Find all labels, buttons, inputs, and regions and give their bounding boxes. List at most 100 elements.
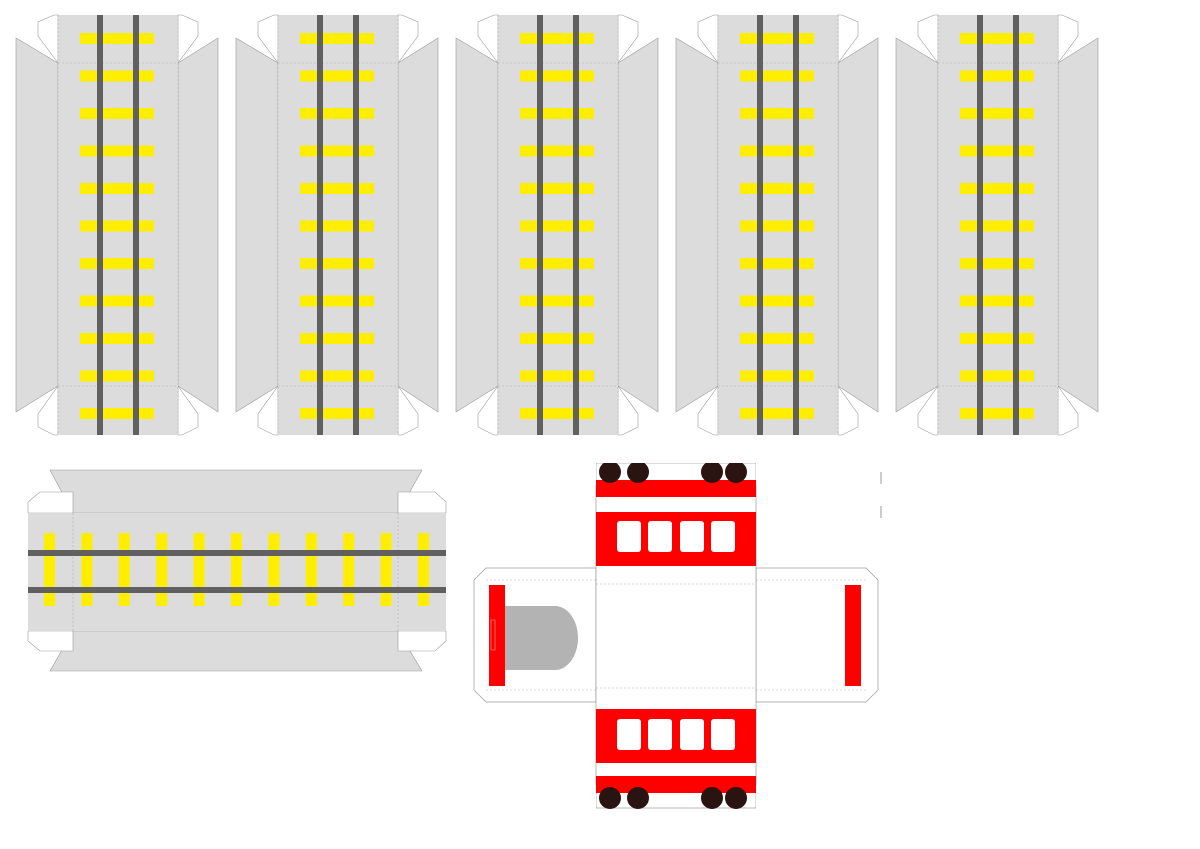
- sleeper: [960, 370, 1034, 382]
- track-tab: [257, 14, 279, 64]
- tram-window: [711, 521, 735, 552]
- track-tab: [477, 385, 499, 436]
- sleeper: [960, 258, 1034, 269]
- sleeper: [380, 533, 392, 606]
- track-tab: [37, 385, 59, 436]
- sleeper: [300, 220, 374, 232]
- rail: [133, 15, 139, 435]
- sleeper: [740, 295, 814, 307]
- tram-red-pillar: [845, 585, 861, 686]
- track-side-wing-top: [49, 469, 423, 514]
- sleeper: [81, 533, 93, 606]
- mask: [580, 785, 596, 815]
- track-tab: [617, 14, 639, 64]
- sleeper: [740, 108, 814, 119]
- sleeper: [118, 533, 130, 606]
- sleeper: [300, 333, 374, 344]
- sleeper: [520, 220, 594, 232]
- tram-nose: [505, 606, 578, 670]
- sleeper: [300, 145, 374, 157]
- track-side-wing-left: [15, 37, 59, 413]
- sleeper: [740, 370, 814, 382]
- track-tab: [397, 14, 419, 64]
- track-tab: [177, 385, 199, 436]
- sleeper: [268, 533, 280, 606]
- sleeper: [960, 108, 1034, 119]
- sleeper: [80, 108, 154, 119]
- sleeper: [520, 70, 594, 82]
- sleeper: [156, 533, 168, 606]
- tram-window: [711, 719, 735, 750]
- tram-net: [473, 450, 882, 815]
- vertical-track-piece-2: [235, 14, 439, 436]
- sleeper: [80, 145, 154, 157]
- horizontal-track-piece: [27, 469, 447, 672]
- sleeper: [740, 183, 814, 194]
- sleeper: [960, 220, 1034, 232]
- sleeper: [960, 295, 1034, 307]
- mask: [580, 450, 596, 485]
- track-side-wing-left: [675, 37, 719, 413]
- rail: [353, 15, 359, 435]
- track-side-wing-right: [617, 37, 659, 413]
- rail: [793, 15, 799, 435]
- sleeper: [960, 70, 1034, 82]
- sleeper: [960, 33, 1034, 44]
- tram-wheel: [701, 461, 723, 483]
- sleeper: [300, 183, 374, 194]
- rail: [28, 587, 446, 593]
- track-tab: [397, 491, 447, 514]
- sleeper: [300, 408, 374, 419]
- sleeper: [80, 408, 154, 419]
- tram-window: [680, 521, 704, 552]
- sleeper: [44, 533, 55, 606]
- sleeper: [740, 258, 814, 269]
- tram-wheel: [627, 461, 649, 483]
- track-tab: [477, 14, 499, 64]
- track-tab: [617, 385, 639, 436]
- track-side-wing-right: [837, 37, 879, 413]
- sleeper: [740, 333, 814, 344]
- sleeper: [80, 333, 154, 344]
- tram-window: [617, 521, 641, 552]
- track-tab: [917, 385, 939, 436]
- mask: [756, 785, 772, 815]
- tram-red-pillar: [489, 585, 505, 686]
- tram-wheel: [725, 787, 747, 809]
- track-tab: [257, 385, 279, 436]
- sleeper: [300, 295, 374, 307]
- sleeper: [193, 533, 205, 606]
- sleeper: [520, 370, 594, 382]
- tram-wheel: [599, 787, 621, 809]
- rail: [977, 15, 983, 435]
- sleeper: [80, 295, 154, 307]
- sleeper: [740, 145, 814, 157]
- mask: [596, 451, 756, 463]
- sleeper: [300, 258, 374, 269]
- tram-window: [680, 719, 704, 750]
- sleeper: [80, 70, 154, 82]
- sleeper: [80, 258, 154, 269]
- sleeper: [305, 533, 317, 606]
- sleeper: [520, 145, 594, 157]
- vertical-track-piece-5: [895, 14, 1099, 436]
- sleeper: [520, 33, 594, 44]
- track-side-wing-left: [895, 37, 939, 413]
- sleeper: [740, 408, 814, 419]
- tram-wheel: [701, 787, 723, 809]
- track-side-wing-left: [455, 37, 499, 413]
- sleeper: [300, 70, 374, 82]
- sleeper: [960, 333, 1034, 344]
- sleeper: [80, 33, 154, 44]
- sleeper: [520, 108, 594, 119]
- rail: [1013, 15, 1019, 435]
- vertical-track-piece-1: [15, 14, 219, 436]
- sleeper: [520, 333, 594, 344]
- sleeper: [960, 145, 1034, 157]
- track-tab: [697, 14, 719, 64]
- rail: [537, 15, 543, 435]
- rail: [757, 15, 763, 435]
- sleeper: [520, 258, 594, 269]
- track-tab: [1057, 385, 1079, 436]
- track-tab: [837, 385, 859, 436]
